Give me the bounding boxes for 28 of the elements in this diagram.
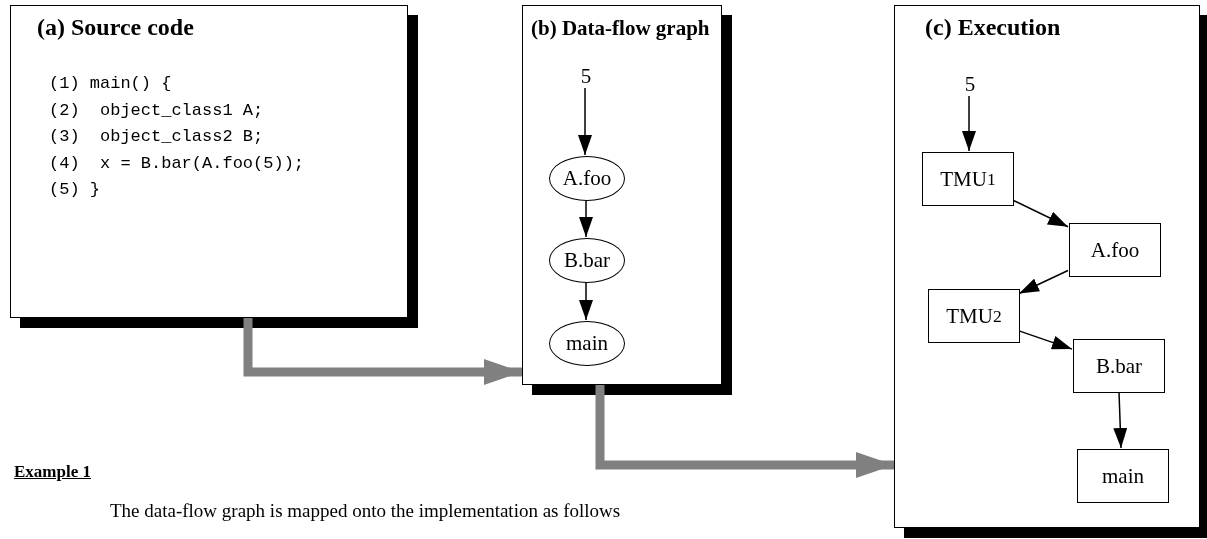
process-box: B.bar: [1073, 339, 1165, 393]
arrow: [579, 199, 593, 238]
arrow: [962, 95, 976, 152]
arrow: [578, 87, 592, 156]
flow-arrow: [595, 385, 894, 478]
code-line: (1) main() {: [49, 74, 172, 93]
flow-arrow: [243, 318, 522, 385]
process-box: A.foo: [1069, 223, 1161, 277]
code-line: (5) }: [49, 180, 100, 199]
graph-node: main: [549, 321, 625, 366]
code-line: (3) object_class2 B;: [49, 127, 264, 146]
arrow: [1113, 391, 1128, 449]
code-line: (2) object_class1 A;: [49, 100, 264, 120]
section-heading: Example 1: [14, 462, 91, 482]
graph-node: B.bar: [549, 238, 625, 283]
panel-title: (c) Execution: [925, 14, 1061, 41]
paragraph: The data-flow graph is mapped onto the implementation as follows: [110, 500, 621, 522]
process-box: main: [1077, 449, 1169, 503]
input-value: 5: [571, 63, 601, 89]
arrow: [1012, 199, 1069, 228]
arrow: [1018, 330, 1073, 350]
arrow: [1018, 269, 1069, 295]
input-value: 5: [956, 71, 984, 97]
code-line: (4) x = B.bar(A.foo(5));: [49, 153, 305, 173]
graph-node: A.foo: [549, 156, 625, 201]
panel-title: (b) Data-flow graph: [531, 16, 710, 41]
panel-title: (a) Source code: [37, 14, 194, 41]
arrow: [579, 281, 593, 321]
